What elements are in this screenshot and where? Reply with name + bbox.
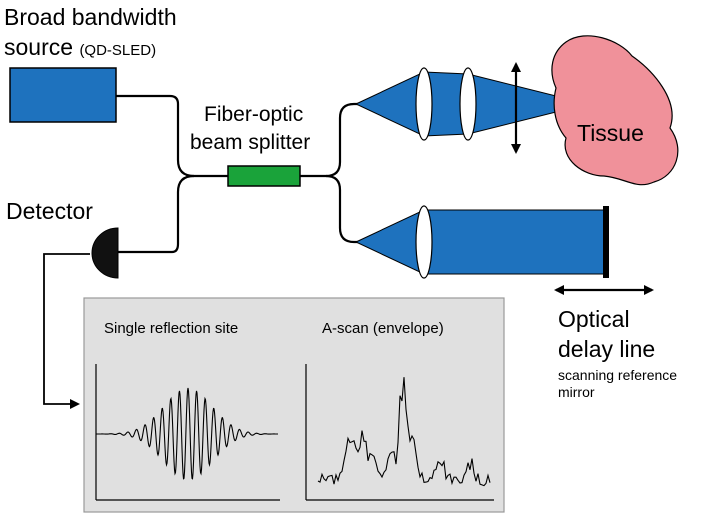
beam-splitter (227, 165, 301, 187)
tissue-shape (551, 35, 679, 186)
source-model-label: (QD-SLED) (79, 42, 157, 59)
splitter-label-line2: beam splitter (190, 131, 311, 154)
optical-fibers (116, 94, 362, 254)
sample-beam (354, 71, 425, 137)
ascan-trace (317, 377, 491, 487)
right-plot-axes (305, 364, 494, 501)
reference-beam-cone (354, 209, 425, 275)
lens-icon (459, 67, 477, 141)
delay-label-line1: Optical (558, 306, 630, 332)
delay-sub-line1: scanning reference (558, 367, 678, 383)
detector-label: Detector (6, 198, 93, 224)
detector-signal-line (43, 253, 90, 409)
tissue-label: Tissue (577, 120, 644, 146)
signal-panel (83, 297, 505, 513)
source-label-line1: Broad bandwidth (4, 4, 177, 30)
source-label-line2: source (QD-SLED) (4, 36, 156, 59)
lens-icon (415, 67, 433, 141)
panel-left-title: Single reflection site (104, 320, 239, 337)
left-plot-axes (95, 364, 280, 501)
reference-beam (423, 209, 605, 275)
delay-sub-line2: mirror (558, 384, 595, 400)
panel-right-title: A-scan (envelope) (322, 320, 444, 337)
source-label-word: source (4, 34, 74, 60)
delay-label-line2: delay line (558, 336, 656, 362)
interferogram-trace (96, 387, 278, 480)
detector-dome-icon (91, 227, 119, 279)
splitter-label-line1: Fiber-optic (204, 103, 304, 126)
mirror-icon (603, 206, 609, 278)
source-box (9, 67, 117, 123)
lens-icon (415, 205, 433, 279)
